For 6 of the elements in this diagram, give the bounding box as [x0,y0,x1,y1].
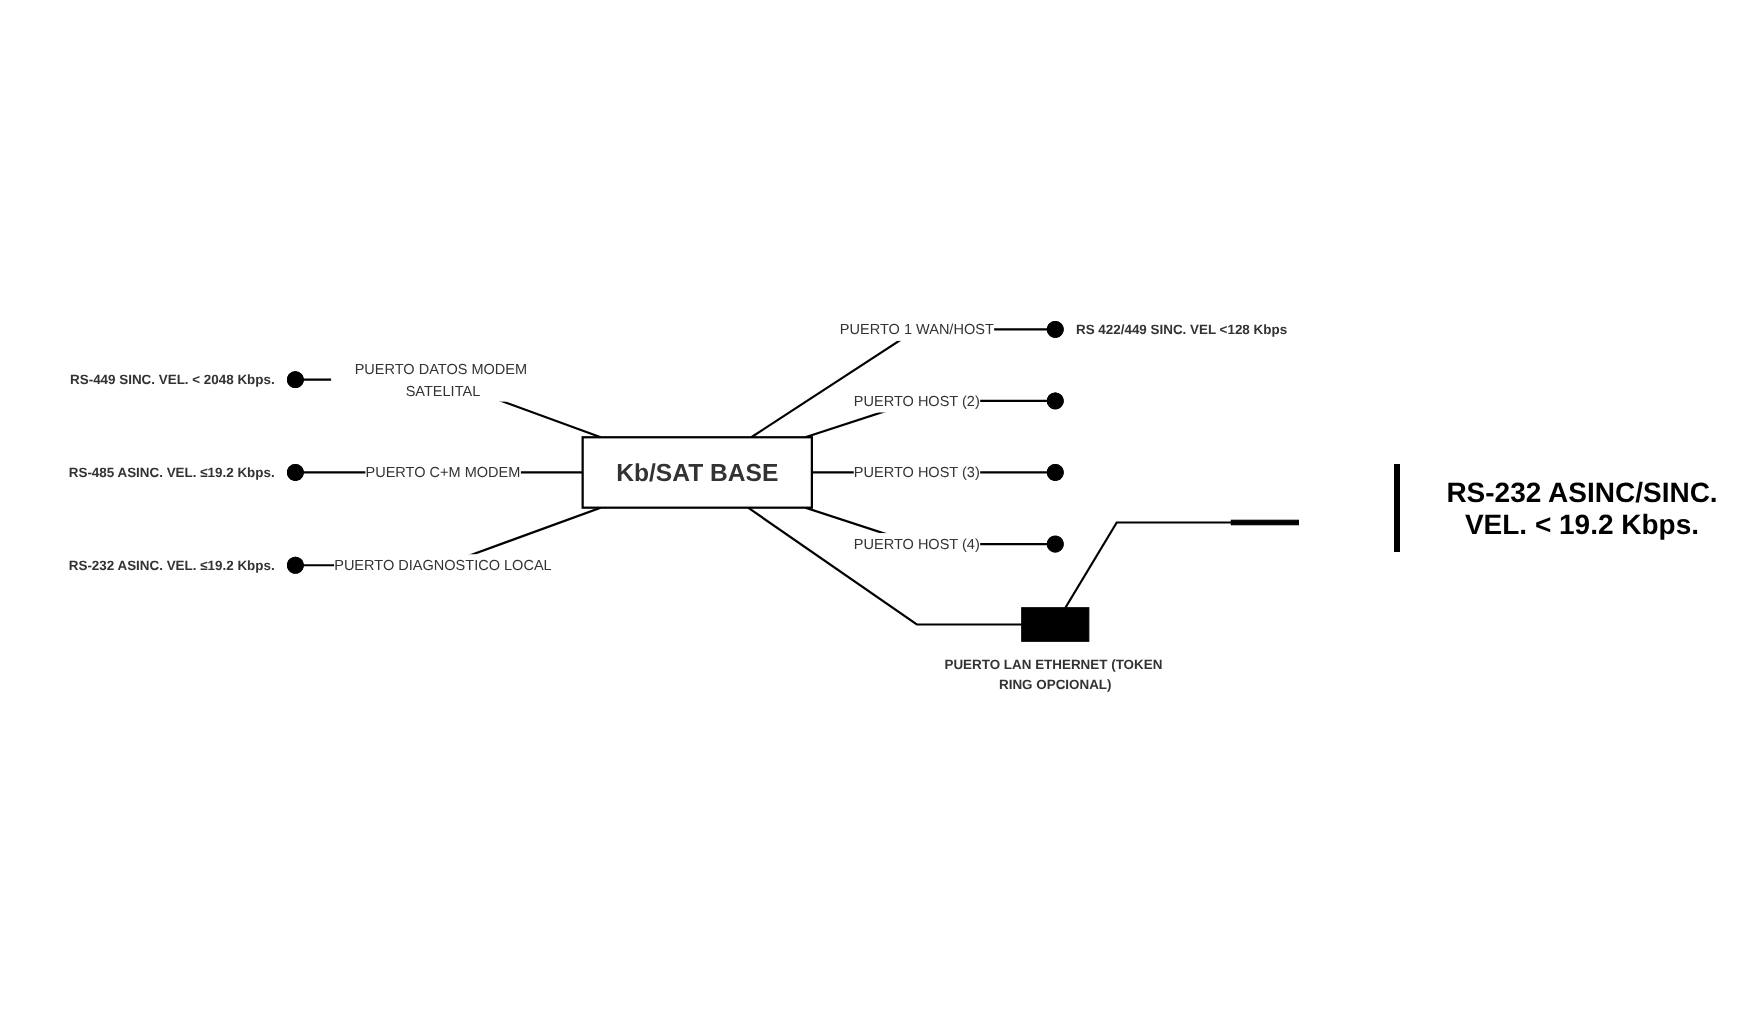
node-bar [1230,520,1299,526]
bracket-note: RS-232 ASINC/SINC. VEL. < 19.2 Kbps. [1444,476,1720,540]
node-box [1021,607,1090,643]
connector [1064,522,1232,610]
node-box: Kb/SAT BASE [581,436,813,510]
connector [747,507,1022,627]
